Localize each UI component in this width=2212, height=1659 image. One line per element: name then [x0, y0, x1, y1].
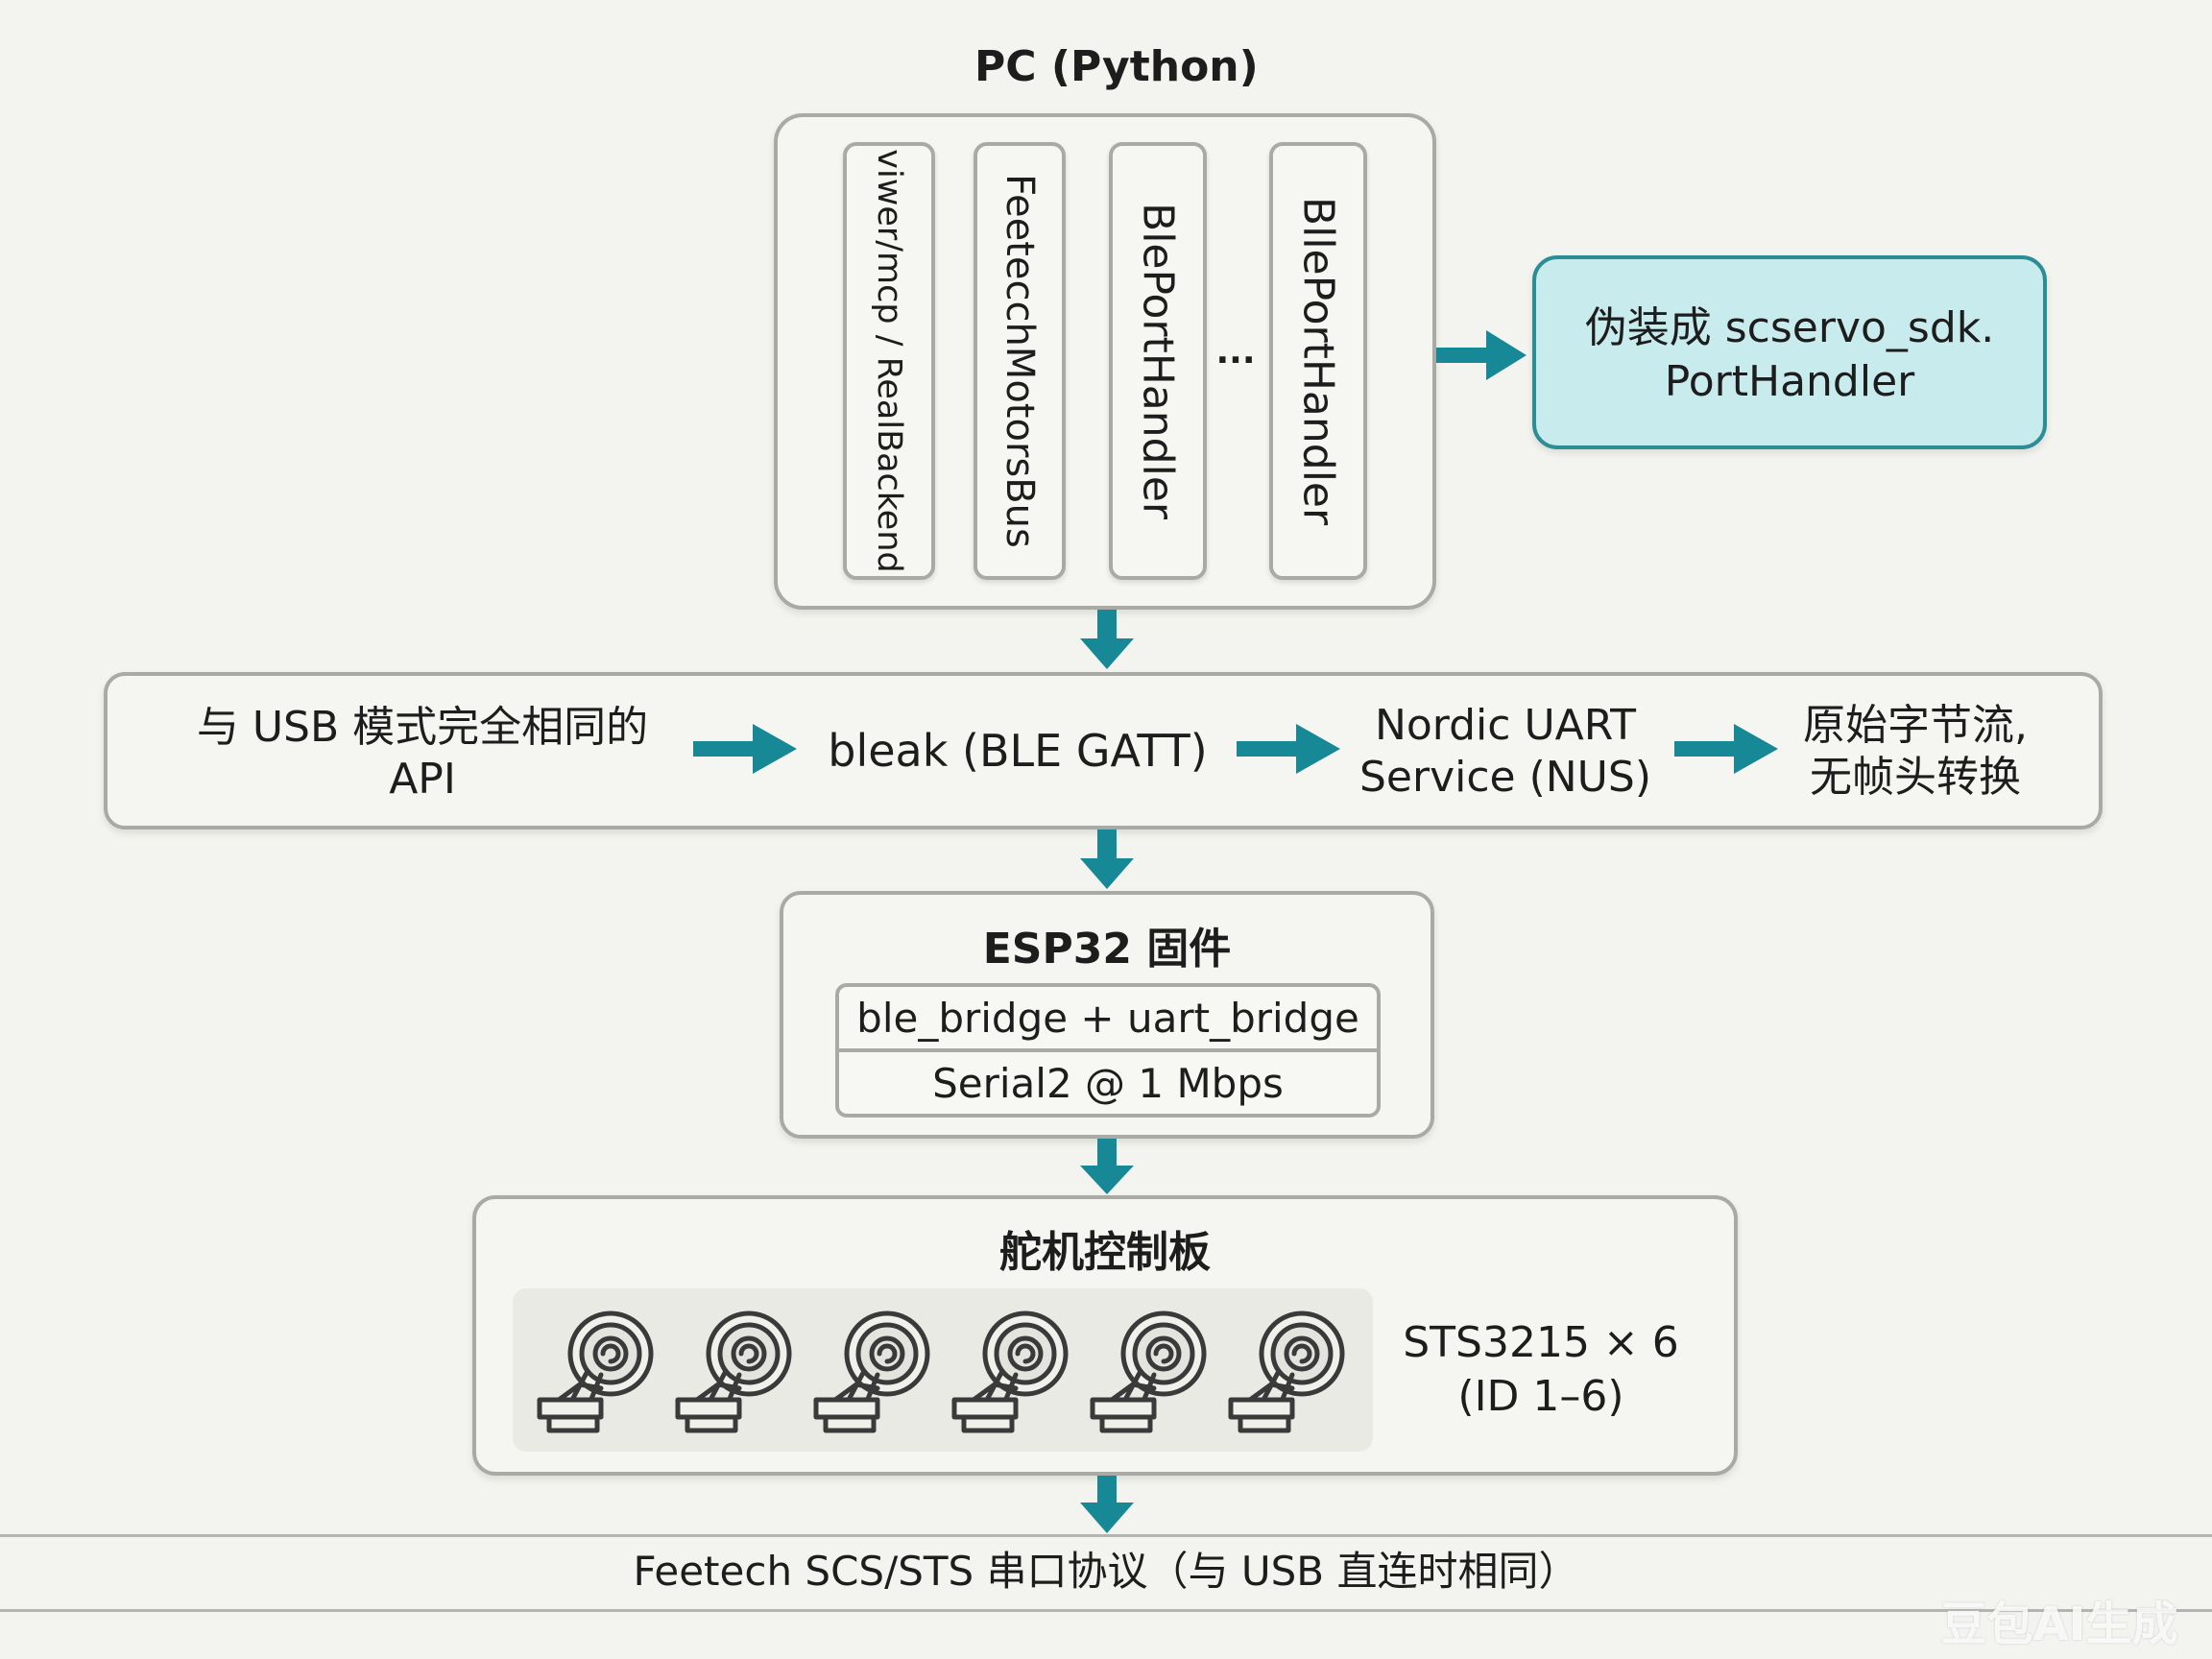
- watermark: 豆包AI生成: [1940, 1598, 2178, 1651]
- pipeline-step-bleak: bleak (BLE GATT): [828, 725, 1208, 777]
- adapter-box: 伪装成 scservo_sdk. PortHandler: [1532, 255, 2047, 449]
- arrow-nus-to-bytes: [1674, 724, 1778, 774]
- esp32-title: ESP32 固件: [982, 925, 1232, 974]
- servo-board-title: 舵机控制板: [999, 1228, 1211, 1277]
- columns-ellipsis: ...: [1215, 332, 1256, 372]
- column-motors-bus-label: FeetecchMotorsBus: [998, 174, 1042, 548]
- column-blle-port-handler-label: BllePortHandler: [1293, 196, 1343, 526]
- esp32-bridge-label: ble_bridge + uart_bridge: [856, 994, 1359, 1042]
- servo-icon: [675, 1310, 792, 1433]
- servo-tray: [513, 1288, 1373, 1452]
- servo-icon: [951, 1310, 1069, 1433]
- column-blle-port-handler: BllePortHandler: [1269, 142, 1367, 580]
- protocol-top-rule: [0, 1534, 2212, 1537]
- protocol-label: Feetech SCS/STS 串口协议（与 USB 直连时相同）: [633, 1548, 1579, 1595]
- servo-icon: [537, 1310, 654, 1433]
- pipeline-step-api-line2: API: [389, 755, 456, 804]
- esp32-serial-label: Serial2 @ 1 Mbps: [932, 1059, 1284, 1107]
- servo-icon: [813, 1310, 930, 1433]
- arrow-pc-to-pipeline: [1080, 610, 1134, 669]
- pipeline-step-bytes-line1: 原始字节流,: [1803, 701, 2028, 750]
- esp32-serial-row: Serial2 @ 1 Mbps: [835, 1048, 1381, 1118]
- pipeline-step-bytes-line2: 无帧头转换: [1810, 753, 2021, 802]
- arrow-servo-board-to-protocol: [1080, 1476, 1134, 1533]
- column-motors-bus: FeetecchMotorsBus: [974, 142, 1066, 580]
- arrow-bleak-to-nus: [1237, 724, 1340, 774]
- adapter-line1: 伪装成 scservo_sdk.: [1584, 303, 1995, 352]
- column-ble-port-handler-label: BlePortHandler: [1133, 203, 1183, 519]
- pipeline-step-api-line1: 与 USB 模式完全相同的: [196, 703, 649, 752]
- servo-icon: [1228, 1310, 1345, 1433]
- pipeline-step-nus-line2: Service (NUS): [1359, 753, 1651, 802]
- pipeline-step-nus-line1: Nordic UART: [1374, 701, 1637, 750]
- servo-model-label: STS3215 × 6: [1403, 1318, 1679, 1367]
- arrow-esp32-to-servo-board: [1080, 1139, 1134, 1194]
- servo-icon: [1090, 1310, 1207, 1433]
- esp32-bridge-row: ble_bridge + uart_bridge: [835, 983, 1381, 1052]
- column-realbackend: viwer/mcp / RealBackend: [843, 142, 935, 580]
- column-realbackend-label: viwer/mcp / RealBackend: [870, 149, 908, 573]
- pc-title: PC (Python): [974, 42, 1259, 91]
- servo-id-label: (ID 1–6): [1457, 1372, 1624, 1421]
- column-ble-port-handler: BlePortHandler: [1109, 142, 1207, 580]
- arrow-pipeline-to-esp32: [1080, 830, 1134, 889]
- arrow-to-adapter: [1436, 330, 1527, 380]
- adapter-line2: PortHandler: [1664, 357, 1915, 406]
- arrow-api-to-bleak: [693, 724, 797, 774]
- protocol-bottom-rule: [0, 1609, 2212, 1612]
